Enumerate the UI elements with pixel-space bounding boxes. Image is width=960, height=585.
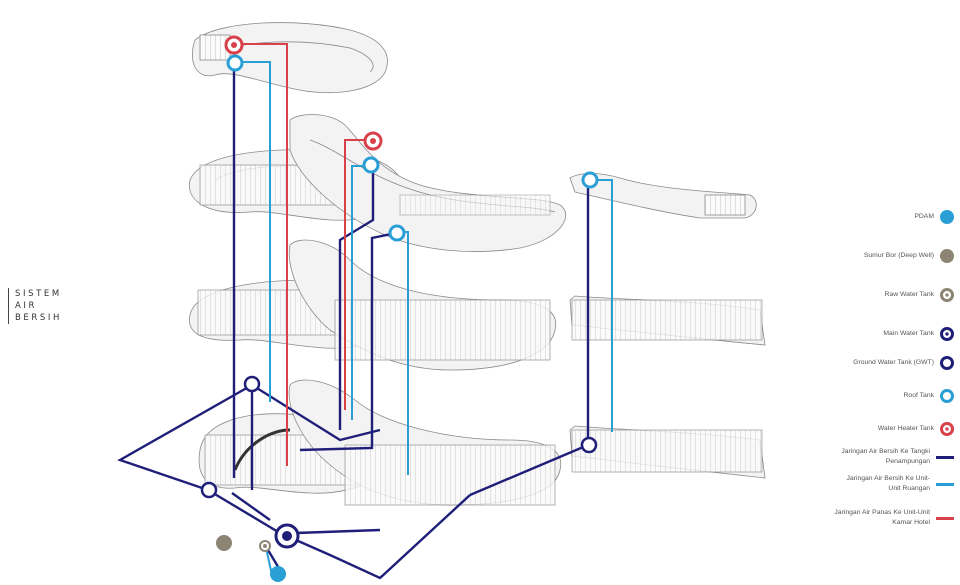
floor-plate-mid-top [289, 114, 566, 252]
main-water-tank [274, 523, 300, 549]
legend-item-roof-tank: Roof Tank [904, 389, 954, 403]
legend-label: Raw Water Tank [884, 291, 934, 298]
raw-water-tank [259, 540, 271, 552]
title-line-2: AIR [15, 301, 38, 311]
filled-grey-dot-icon [940, 249, 954, 263]
main-water-network [117, 68, 590, 580]
navy-ring-icon [940, 327, 954, 341]
navy-line-icon [936, 455, 954, 459]
diagram-title: SISTEM AIR BERSIH [8, 288, 105, 324]
legend-item-hot-to-rooms: Jaringan Air Panas Ke Unit-Unit Kamar Ho… [830, 508, 954, 528]
legend-label: Sumur Bor (Deep Well) [863, 252, 934, 259]
legend-item-water-heater-tank: Water Heater Tank [878, 422, 954, 436]
roof-tank-mid-2 [388, 224, 406, 242]
grey-ring-icon [940, 288, 954, 302]
ground-water-tank-a [243, 375, 261, 393]
legend-label: Jaringan Air Bersih Ke Tangki Penampunga… [841, 448, 930, 465]
legend-item-pdam: PDAM [914, 210, 954, 224]
title-line-3: BERSIH [15, 313, 63, 323]
legend-item-raw-water-tank: Raw Water Tank [885, 288, 954, 302]
water-heater-tank-top [224, 35, 244, 55]
floor-plates [189, 22, 766, 506]
legend-item-deep-well: Sumur Bor (Deep Well) [864, 249, 954, 263]
legend-item-gwt: Ground Water Tank (GWT) [853, 356, 954, 370]
filled-blue-dot-icon [940, 210, 954, 224]
pdam-source [270, 566, 286, 582]
legend-item-main-water-tank: Main Water Tank [883, 327, 954, 341]
hot-water-network [238, 43, 368, 466]
legend-label: Jaringan Air Bersih Ke Unit-Unit Ruangan [846, 475, 931, 492]
legend-label: Water Heater Tank [877, 425, 934, 432]
legend-label: Roof Tank [903, 392, 934, 399]
tank-symbols [200, 35, 599, 582]
roof-tank-mid [362, 156, 380, 174]
blue-ring-icon [940, 389, 954, 403]
legend-label: Jaringan Air Panas Ke Unit-Unit Kamar Ho… [834, 509, 930, 526]
red-ring-icon [940, 422, 954, 436]
water-heater-tank-mid [363, 131, 383, 151]
deep-well [216, 535, 232, 551]
red-line-icon [936, 516, 954, 520]
legend-label: PDAM [914, 213, 934, 220]
legend-item-clean-to-tanks: Jaringan Air Bersih Ke Tangki Penampunga… [825, 447, 954, 467]
ground-water-tank-c [580, 436, 598, 454]
title-line-1: SISTEM [15, 289, 62, 299]
legend-item-clean-to-rooms: Jaringan Air Bersih Ke Unit-Unit Ruangan [835, 474, 954, 494]
legend-label: Ground Water Tank (GWT) [853, 359, 934, 366]
legend-label: Main Water Tank [883, 330, 934, 337]
navy-open-ring-icon [940, 356, 954, 370]
ground-water-tank-b [200, 481, 218, 499]
roof-tank-top [226, 54, 244, 72]
roof-tank-right [581, 171, 599, 189]
blue-line-icon [936, 482, 954, 486]
